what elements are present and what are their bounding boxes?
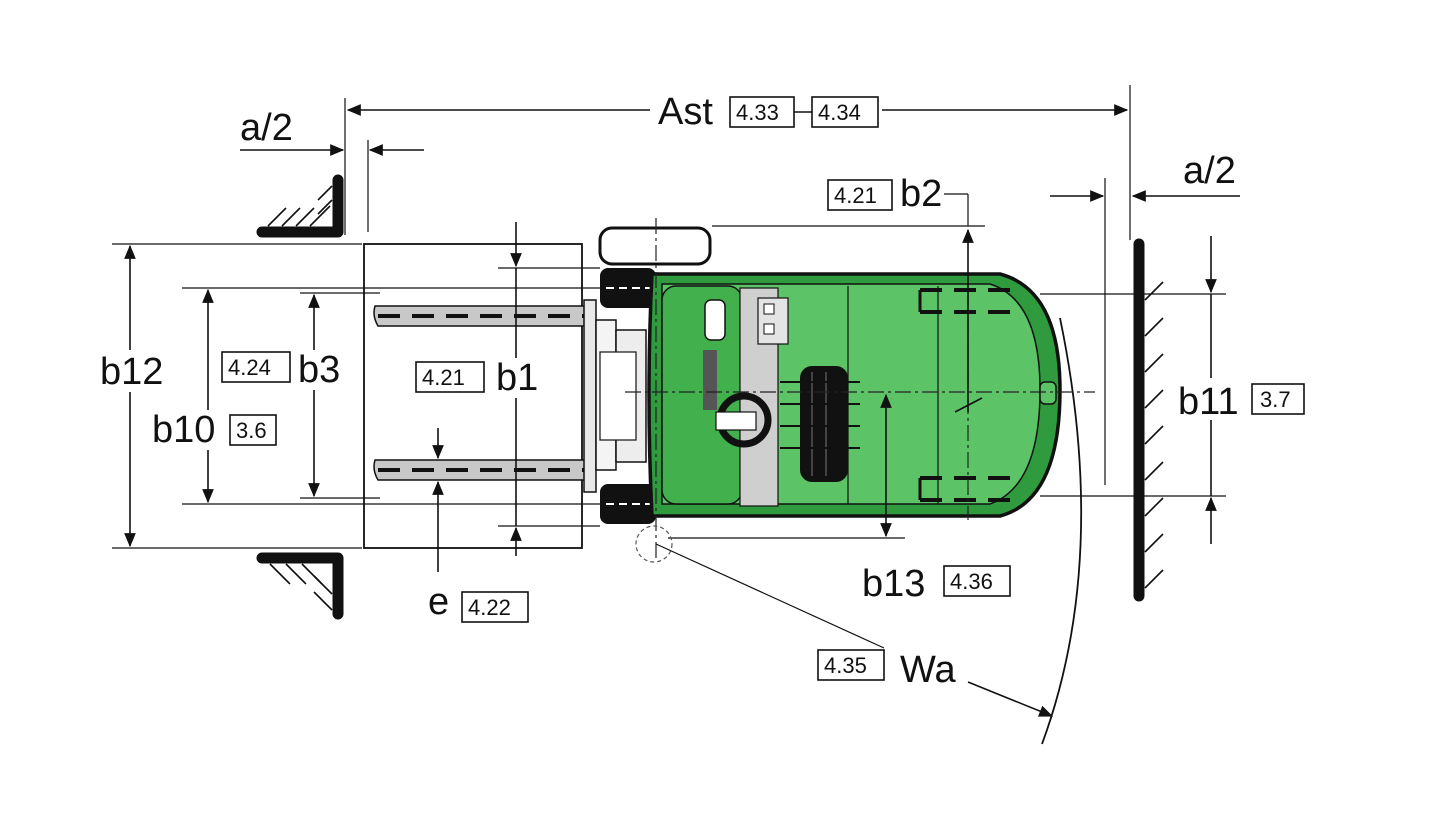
ast-ref-box-1 (729, 96, 795, 128)
b11-label: b11 (1178, 381, 1239, 423)
b3-dimension: 4.24 b3 (221, 293, 348, 498)
e-ref: 4.22 (468, 595, 511, 620)
b13-ref: 4.36 (950, 569, 993, 594)
ast-ref-2: 4.34 (818, 100, 861, 125)
b1-ref: 4.21 (422, 365, 465, 390)
wa-ref: 4.35 (824, 653, 867, 678)
b3-label: b3 (298, 349, 340, 391)
b12-label: b12 (100, 351, 163, 393)
load-outline (363, 243, 583, 549)
b10-label: b10 (152, 409, 215, 451)
b10-ref-box (229, 414, 277, 446)
b2-ref: 4.21 (834, 183, 877, 208)
b13-ref-box (943, 565, 1011, 597)
b3-ref: 4.24 (228, 355, 271, 380)
b1-label: b1 (496, 357, 538, 399)
b2-dimension: 4.21 b2 (712, 173, 985, 413)
a-half-right-label: a/2 (1183, 150, 1236, 192)
forklift-truck (583, 226, 1062, 524)
rack-corner-bottom (256, 552, 344, 620)
e-dimension: e 4.22 (428, 428, 529, 623)
ast-label: Ast (658, 91, 713, 133)
ast-ref-1: 4.33 (736, 100, 779, 125)
b1-dimension: 4.21 b1 (415, 222, 600, 556)
b1-ref-box (415, 361, 485, 393)
a-half-right-dimension: a/2 (1050, 150, 1240, 485)
e-label: e (428, 581, 449, 623)
b10-dimension: b10 3.6 (150, 288, 280, 504)
a-half-left-dimension: a/2 (240, 107, 424, 232)
b2-label: b2 (900, 173, 942, 215)
b2-ref-box (827, 179, 893, 211)
horizontal-reference-lines (112, 243, 650, 549)
rack-wall-right (1133, 238, 1164, 602)
b12-dimension: b12 (98, 244, 174, 548)
b11-ref-box (1251, 383, 1305, 415)
b11-ref: 3.7 (1260, 387, 1291, 412)
b13-label: b13 (862, 563, 925, 605)
b10-ref: 3.6 (236, 418, 267, 443)
ast-dimension: Ast 4.33 4.34 (344, 85, 1131, 240)
e-ref-box (461, 591, 529, 623)
wa-turning-radius: 4.35 Wa (635, 317, 1083, 745)
a-half-left-label: a/2 (240, 107, 293, 149)
forks (373, 305, 586, 481)
ast-ref-box-2 (811, 96, 879, 128)
wa-ref-box (817, 649, 885, 681)
wa-label: Wa (900, 649, 956, 691)
b13-dimension: b13 4.36 (668, 393, 1011, 605)
b11-dimension: b11 3.7 (1040, 236, 1305, 544)
b3-ref-box (221, 351, 291, 383)
rack-corner-top (256, 174, 344, 238)
